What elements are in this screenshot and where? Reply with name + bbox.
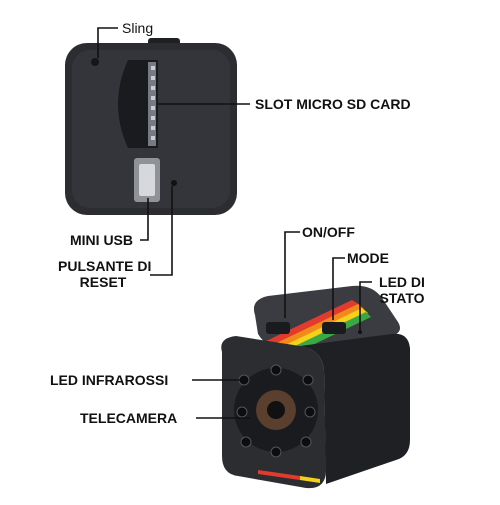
telecamera-label: TELECAMERA: [80, 410, 178, 426]
sling-hole: [91, 58, 99, 66]
led-stato-label: LED DI STATO: [372, 274, 432, 306]
reset-label-line1: PULSANTE DI: [58, 258, 152, 274]
mini-usb-inner: [139, 164, 155, 196]
status-led: [358, 330, 362, 334]
camera-front-view: [221, 285, 410, 489]
sd-slot-label: SLOT MICRO SD CARD: [255, 96, 411, 112]
camera-back-view: [65, 38, 237, 215]
sling-label: Sling: [122, 20, 154, 36]
sd-slot-pins: [151, 66, 155, 140]
led-stato-line1: LED DI: [379, 274, 425, 290]
led-infrarossi-label: LED INFRAROSSI: [50, 372, 169, 388]
led-stato-line2: STATO: [379, 290, 425, 306]
camera-lens-center: [267, 401, 285, 419]
reset-hole: [171, 180, 177, 186]
mode-button[interactable]: [322, 322, 346, 334]
leader-lines: [97, 27, 372, 419]
on-off-button[interactable]: [266, 322, 290, 334]
sd-card-contacts: [148, 62, 156, 146]
mode-label: MODE: [347, 250, 389, 266]
camera-side-face: [300, 333, 410, 484]
reset-label-line2: RESET: [79, 274, 127, 290]
ir-leds: [236, 364, 316, 458]
reset-label: PULSANTE DI RESET: [58, 258, 152, 290]
on-off-label: ON/OFF: [302, 224, 355, 240]
mini-usb-label: MINI USB: [70, 232, 133, 248]
